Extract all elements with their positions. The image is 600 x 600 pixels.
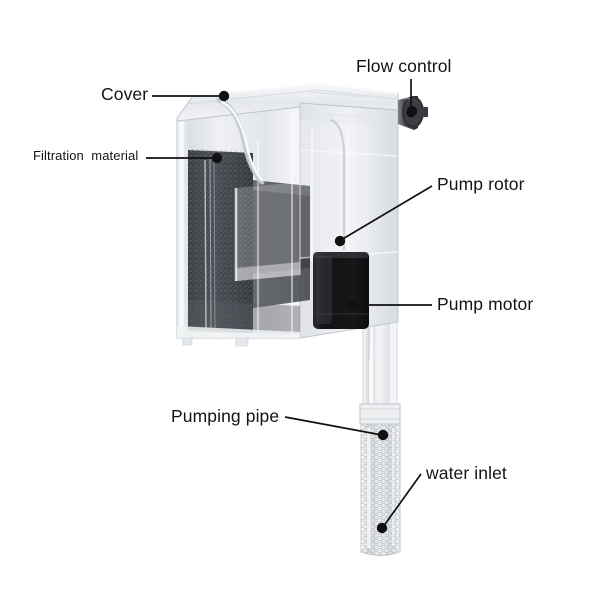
label-pump-motor: Pump motor: [437, 294, 534, 314]
pumping-pipe-graphic: [359, 214, 401, 556]
internal-structures: [180, 112, 398, 336]
label-pumping-pipe: Pumping pipe: [171, 406, 280, 426]
dot-filtration-material: [211, 152, 223, 164]
cover-graphic: [176, 81, 399, 185]
dot-pumping-pipe: [377, 429, 389, 441]
leader-pumping-pipe: [284, 416, 383, 436]
dot-pump-rotor: [334, 235, 346, 247]
label-filtration-material: Filtration material: [33, 148, 139, 163]
label-cover: Cover: [101, 84, 149, 104]
dot-flow-control: [406, 105, 418, 117]
dot-water-inlet: [376, 522, 388, 534]
dot-cover: [218, 90, 230, 102]
water-inlet-strainer: [360, 423, 401, 556]
leader-water-inlet: [382, 473, 422, 528]
leader-pump-rotor: [340, 185, 433, 241]
label-flow-control: Flow control: [356, 56, 452, 76]
label-pump-rotor: Pump rotor: [437, 174, 525, 194]
dot-pump-motor: [347, 299, 359, 311]
label-water-inlet: water inlet: [426, 463, 507, 483]
filter-housing-graphic: [176, 102, 399, 347]
